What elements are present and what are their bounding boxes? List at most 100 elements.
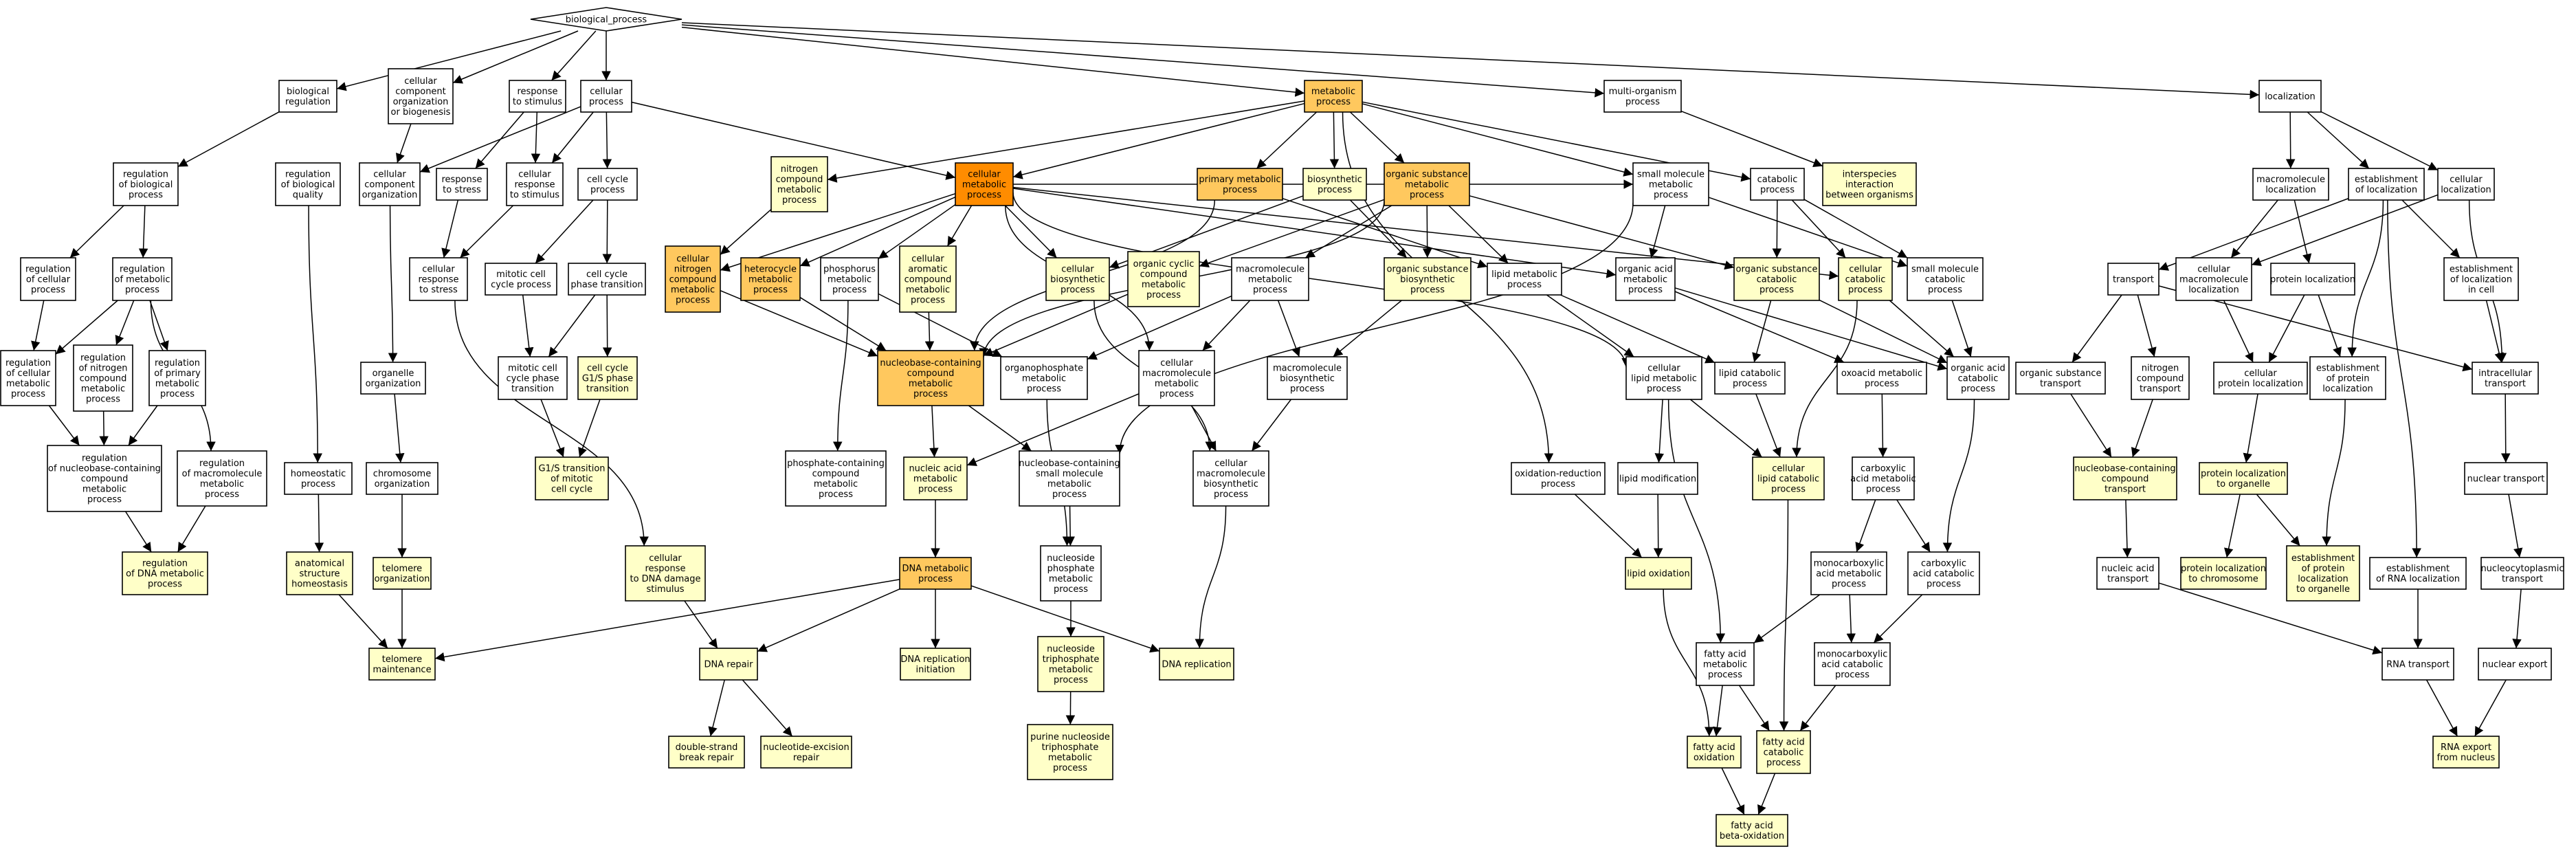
node-label-line: process: [1053, 763, 1087, 773]
node-label-line: RNA export: [2441, 742, 2491, 753]
node-label-line: process: [1708, 670, 1742, 681]
node-label-line: cell cycle: [587, 175, 628, 185]
edge-clmp-to-famp: [1667, 399, 1726, 643]
node-label-line: cellular: [590, 87, 623, 97]
node-label-line: chromosome: [373, 469, 431, 479]
node-label-line: aromatic: [908, 265, 947, 275]
edge-cp-to-ccyc: [602, 111, 612, 169]
node-shape-box: [1752, 456, 1825, 500]
edge-mp-to-osmp: [1349, 111, 1405, 164]
node-label-line: in cell: [2468, 285, 2494, 296]
node-label-line: localization: [2265, 185, 2316, 195]
edge-nbctrans-to-natrans: [2122, 499, 2132, 558]
edge-carbmp-to-carbcp: [1896, 499, 1931, 553]
node-label-line: lipid modification: [1619, 474, 1696, 485]
node-label-line: nucleic acid: [2101, 564, 2154, 574]
node-label-line: metabolic: [1649, 180, 1693, 190]
node-shape-box: [770, 156, 828, 212]
node-label-line: biological_process: [566, 15, 647, 25]
node-label-line: fatty acid: [1693, 742, 1735, 753]
node-shape-box: [1027, 724, 1113, 780]
node-label-line: compound: [81, 474, 129, 485]
edge-rnbcmp-to-rdnamp: [124, 511, 152, 553]
node-label-line: homeostatic: [291, 469, 346, 479]
node-label-line: process: [1253, 285, 1287, 296]
node-shape-box: [1632, 162, 1709, 206]
node-label-line: of protein: [2327, 374, 2370, 384]
node-label-line: regulation: [142, 559, 188, 569]
node-label-line: metabolic: [1047, 479, 1091, 489]
node-label-line: of macromolecule: [182, 469, 263, 479]
node-label-line: process: [1771, 485, 1806, 495]
node-label-line: process: [590, 185, 625, 195]
node-label-line: fatty acid: [1731, 821, 1773, 831]
node-label-line: regulation: [199, 459, 245, 469]
node-shape-diamond: [530, 7, 682, 32]
node-shape-box: [1907, 551, 1980, 595]
node-label-line: cellular: [2450, 175, 2483, 185]
edge-rnatrans-to-rnaexp: [2425, 679, 2458, 737]
node-label-line: cellular: [404, 76, 437, 87]
node-transport: transport: [2107, 263, 2159, 296]
edge-clcp-to-facp: [1779, 499, 1789, 731]
node-shape-box: [2270, 263, 2355, 296]
edge-mp-to-biosyn: [1329, 111, 1340, 169]
node-shape-box: [785, 450, 887, 507]
edge-monocamp-to-monocacp: [1846, 594, 1856, 643]
node-shape-box: [877, 350, 984, 406]
edge-smmp-to-smcp: [1708, 197, 1908, 267]
node-label-line: establishment: [2355, 175, 2418, 185]
node-shape-box: [2180, 557, 2267, 590]
node-shape-box: [2437, 168, 2495, 201]
node-label-line: response: [517, 87, 557, 97]
node-shape-box: [1716, 814, 1788, 847]
node-label-line: process: [1766, 758, 1801, 769]
node-label-line: transport: [2040, 379, 2081, 389]
node-shape-box: [900, 648, 971, 681]
edge-faox-to-fabox: [1721, 767, 1745, 815]
node-label-line: organic substance: [1387, 265, 1469, 275]
node-label-line: process: [301, 479, 335, 489]
edge-bp-to-ccob: [452, 30, 579, 84]
node-label-line: process: [967, 190, 1001, 201]
node-dnarep: DNA repair: [699, 648, 758, 681]
node-label-line: oxidation-reduction: [1515, 469, 1601, 479]
node-shape-box: [2480, 557, 2564, 590]
edge-rbp-to-rcp: [69, 205, 124, 258]
node-label-line: process: [11, 389, 45, 399]
node-shape-box: [1267, 356, 1348, 400]
node-label-line: component: [395, 87, 446, 97]
node-label-line: macromolecule: [1197, 469, 1265, 479]
edge-rmp-to-rccp: [55, 300, 118, 355]
node-label-line: to DNA damage: [630, 574, 700, 584]
edge-lcp-to-clcp: [1755, 393, 1781, 458]
edge-osbp-to-macbp: [1333, 300, 1402, 357]
node-label-line: protein localization: [2218, 379, 2303, 389]
edge-cncmp-to-nbcmp: [720, 289, 878, 357]
edge-monocacp-to-facp: [1799, 685, 1836, 731]
edge-estprotloc-to-estprotorg: [2322, 399, 2346, 547]
node-label-line: process: [1760, 185, 1795, 195]
node-shape-box: [1000, 356, 1088, 400]
node-label-line: cellular: [1647, 364, 1680, 374]
node-label-line: process: [1290, 384, 1324, 395]
node-shape-box: [1603, 80, 1682, 113]
node-label-line: from nucleus: [2437, 753, 2496, 763]
